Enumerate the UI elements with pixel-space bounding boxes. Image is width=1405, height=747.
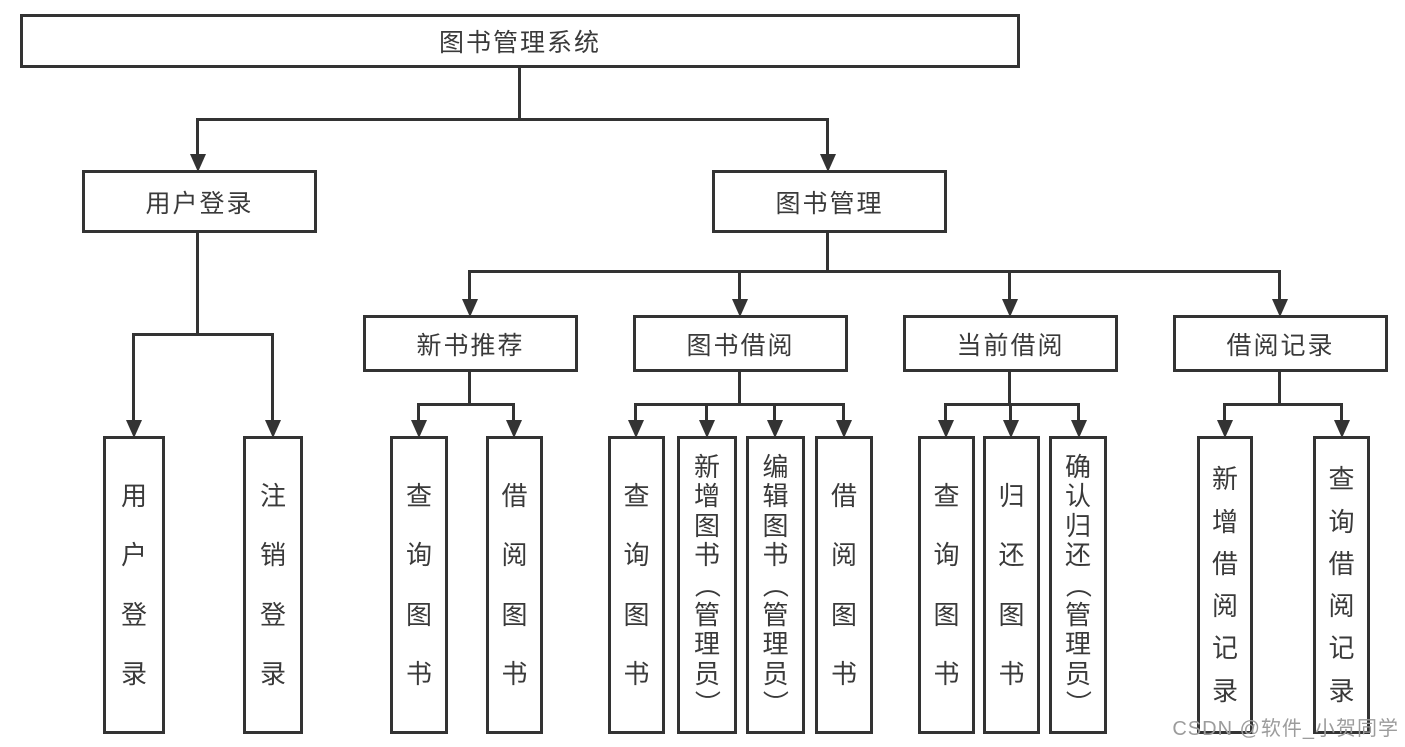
arrowhead-icon [938, 420, 954, 438]
connector-line [271, 333, 274, 420]
node-current-borrowing: 当前借阅 [903, 315, 1118, 372]
connector-line [468, 270, 471, 299]
connector-line [518, 68, 521, 120]
connector-line [468, 372, 471, 406]
connector-line [705, 403, 708, 420]
connector-line [1223, 403, 1226, 420]
leaf-return-books: 归还图书 [983, 436, 1040, 734]
arrowhead-icon [699, 420, 715, 438]
connector-line [1223, 403, 1343, 406]
leaf-add-borrow-record: 新增借阅记录 [1197, 436, 1253, 734]
arrowhead-icon [126, 420, 142, 438]
arrowhead-icon [767, 420, 783, 438]
connector-line [1278, 270, 1281, 299]
leaf-add-books-admin: 新增图书（管理员） [677, 436, 737, 734]
leaf-borrow-books-recommend: 借阅图书 [486, 436, 543, 734]
connector-line [132, 333, 135, 420]
connector-line [842, 403, 845, 420]
arrowhead-icon [265, 420, 281, 438]
node-book-management: 图书管理 [712, 170, 947, 233]
connector-line [773, 403, 776, 420]
connector-line [468, 270, 1281, 273]
arrowhead-icon [1071, 420, 1087, 438]
connector-line [634, 403, 637, 420]
node-user-login: 用户登录 [82, 170, 317, 233]
connector-line [132, 333, 274, 336]
leaf-confirm-return-admin: 确认归还（管理员） [1049, 436, 1107, 734]
arrowhead-icon [1272, 299, 1288, 317]
connector-line [1008, 372, 1011, 406]
arrowhead-icon [628, 420, 644, 438]
leaf-edit-books-admin: 编辑图书（管理员） [746, 436, 805, 734]
arrowhead-icon [820, 154, 836, 172]
arrowhead-icon [1334, 420, 1350, 438]
arrowhead-icon [190, 154, 206, 172]
connector-line [196, 233, 199, 335]
arrowhead-icon [462, 299, 478, 317]
node-new-book-recommend: 新书推荐 [363, 315, 578, 372]
leaf-user-login: 用户登录 [103, 436, 165, 734]
leaf-query-books-recommend: 查询图书 [390, 436, 448, 734]
leaf-borrow-books-borrowing: 借阅图书 [815, 436, 873, 734]
connector-line [1340, 403, 1343, 420]
connector-line [634, 403, 845, 406]
connector-line [826, 233, 829, 272]
connector-line [944, 403, 1080, 406]
connector-line [417, 403, 420, 420]
connector-line [1009, 403, 1012, 420]
connector-line [1008, 270, 1011, 299]
arrowhead-icon [1002, 299, 1018, 317]
connector-line [1077, 403, 1080, 420]
csdn-watermark: CSDN @软件_小贺同学 [1172, 718, 1399, 740]
arrowhead-icon [411, 420, 427, 438]
arrowhead-icon [1217, 420, 1233, 438]
connector-line [1278, 372, 1281, 406]
leaf-query-books-borrowing: 查询图书 [608, 436, 665, 734]
arrowhead-icon [732, 299, 748, 317]
node-root: 图书管理系统 [20, 14, 1020, 68]
leaf-logout: 注销登录 [243, 436, 303, 734]
leaf-query-borrow-record: 查询借阅记录 [1313, 436, 1370, 734]
connector-line [826, 118, 829, 154]
connector-line [738, 372, 741, 406]
arrowhead-icon [506, 420, 522, 438]
arrowhead-icon [1003, 420, 1019, 438]
node-book-borrowing: 图书借阅 [633, 315, 848, 372]
connector-line [512, 403, 515, 420]
connector-line [944, 403, 947, 420]
leaf-query-books-current: 查询图书 [918, 436, 975, 734]
node-borrowing-records: 借阅记录 [1173, 315, 1388, 372]
connector-line [417, 403, 515, 406]
connector-line [196, 118, 829, 121]
arrowhead-icon [836, 420, 852, 438]
connector-line [196, 118, 199, 154]
connector-line [738, 270, 741, 299]
